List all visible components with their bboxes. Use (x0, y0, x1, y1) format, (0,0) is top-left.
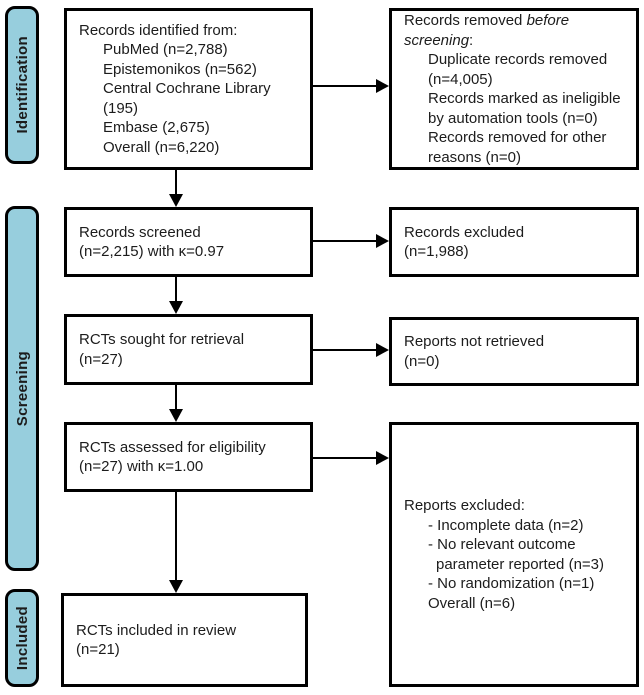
stage-identification: Identification (5, 6, 39, 164)
box-line: Overall (n=6) (428, 594, 516, 612)
arrow-identified-to-removed-line (313, 85, 376, 87)
box-line: parameter reported (n=3) (436, 555, 605, 573)
arrow-identified-to-removed-head-icon (376, 79, 389, 93)
box-reports-excluded: Reports excluded: - Incomplete data (n=2… (389, 422, 639, 687)
box-line: reasons (n=0) (428, 148, 521, 166)
box-line: RCTs assessed for eligibility (79, 438, 266, 456)
box-line: PubMed (n=2,788) (103, 41, 228, 59)
box-line: Records removed for other (428, 129, 607, 146)
box-line: (n=0) (404, 352, 440, 370)
arrow-sought-to-notretrieved-head-icon (376, 343, 389, 357)
box-line: Records removed before (404, 12, 570, 29)
box-records-removed: Records removed before screening: Duplic… (389, 8, 639, 170)
box-line: (n=1,988) (404, 243, 469, 260)
box-line: Overall (n=6,220) (103, 138, 220, 156)
box-line: Records screened (79, 223, 201, 241)
stage-screening: Screening (5, 206, 39, 571)
box-line: by automation tools (n=0) (428, 109, 598, 127)
box-line: Epistemonikos (n=562) (103, 60, 257, 78)
arrow-screened-to-sought-line (175, 277, 177, 302)
box-line: Reports excluded: (404, 497, 525, 514)
box-line: Records identified from: (79, 21, 238, 39)
box-line: Embase (2,675) (103, 119, 210, 137)
stage-identification-label: Identification (13, 36, 31, 134)
box-line: screening: (404, 31, 474, 49)
arrow-sought-to-assessed-head-icon (169, 409, 183, 422)
arrow-identified-to-screened-head-icon (169, 194, 183, 207)
box-records-identified: Records identified from: PubMed (n=2,788… (64, 8, 313, 170)
stage-included: Included (5, 589, 39, 687)
arrow-assessed-to-included-head-icon (169, 580, 183, 593)
box-rcts-assessed: RCTs assessed for eligibility (n=27) wit… (64, 422, 313, 492)
box-line: - Incomplete data (n=2) (428, 516, 584, 534)
box-reports-not-retrieved: Reports not retrieved (n=0) (389, 317, 639, 386)
box-line: RCTs included in review (76, 621, 237, 639)
box-line: Records excluded (404, 223, 525, 241)
box-line: - No relevant outcome (428, 536, 576, 553)
arrow-screened-to-sought-head-icon (169, 301, 183, 314)
box-line: (n=21) (76, 641, 120, 658)
box-line: (n=27) (79, 350, 123, 368)
box-line: RCTs sought for retrieval (79, 331, 245, 348)
box-line: - No randomization (n=1) (428, 575, 595, 592)
box-records-screened: Records screened (n=2,215) with κ=0.97 (64, 207, 313, 277)
box-line: (n=27) with κ=1.00 (79, 458, 204, 475)
arrow-assessed-to-included-line (175, 492, 177, 581)
arrow-assessed-to-reportsexcluded-line (313, 457, 376, 459)
box-line: Central Cochrane Library (103, 80, 271, 98)
box-rcts-sought: RCTs sought for retrieval (n=27) (64, 314, 313, 385)
arrow-sought-to-notretrieved-line (313, 349, 376, 351)
box-line: Reports not retrieved (404, 333, 545, 350)
arrow-sought-to-assessed-line (175, 385, 177, 410)
arrow-identified-to-screened-line (175, 170, 177, 195)
box-line: (n=4,005) (428, 70, 493, 88)
box-line: (n=2,215) with κ=0.97 (79, 243, 225, 260)
box-line: Duplicate records removed (428, 51, 608, 68)
arrow-screened-to-excluded-head-icon (376, 234, 389, 248)
box-rcts-included: RCTs included in review (n=21) (61, 593, 308, 687)
box-line: (195) (103, 99, 139, 117)
box-line: Records marked as ineligible (428, 90, 621, 107)
stage-screening-label: Screening (13, 350, 31, 427)
stage-included-label: Included (13, 605, 31, 671)
arrow-screened-to-excluded-line (313, 240, 376, 242)
box-records-excluded: Records excluded (n=1,988) (389, 207, 639, 277)
arrow-assessed-to-reportsexcluded-head-icon (376, 451, 389, 465)
